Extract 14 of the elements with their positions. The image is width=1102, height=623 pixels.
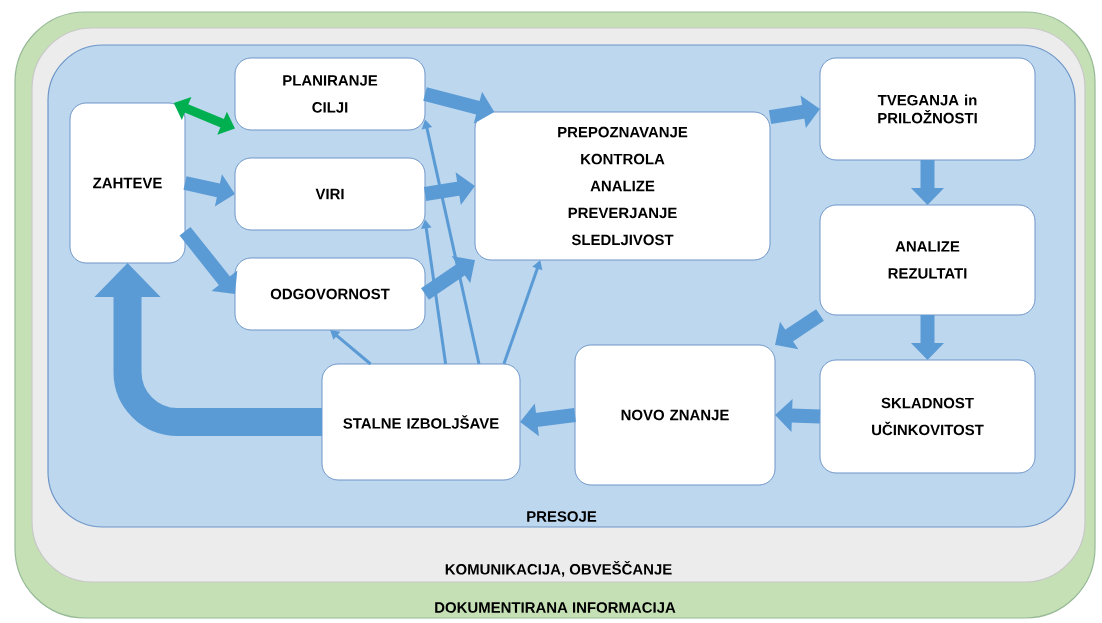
process-box: TVEGANJA in PRILOŽNOSTI xyxy=(819,57,1036,161)
process-box: ZAHTEVE xyxy=(69,102,186,264)
process-box: ANALIZE REZULTATI xyxy=(819,204,1036,316)
process-box: VIRI xyxy=(234,157,426,231)
process-box: PLANIRANJE CILJI xyxy=(234,57,426,131)
process-box: ODGOVORNOST xyxy=(234,257,426,331)
process-box: SKLADNOST UČINKOVITOST xyxy=(819,359,1036,474)
process-box: NOVO ZNANJE xyxy=(574,344,776,486)
arrow xyxy=(775,309,824,350)
process-box: STALNE IZBOLJŠAVE xyxy=(321,363,521,481)
arrow xyxy=(330,330,372,366)
arrow xyxy=(421,255,475,300)
arrow xyxy=(179,226,238,294)
process-box: PREPOZNAVANJE KONTROLA ANALIZE PREVERJANJE SLEDLJIVOST xyxy=(474,111,771,261)
